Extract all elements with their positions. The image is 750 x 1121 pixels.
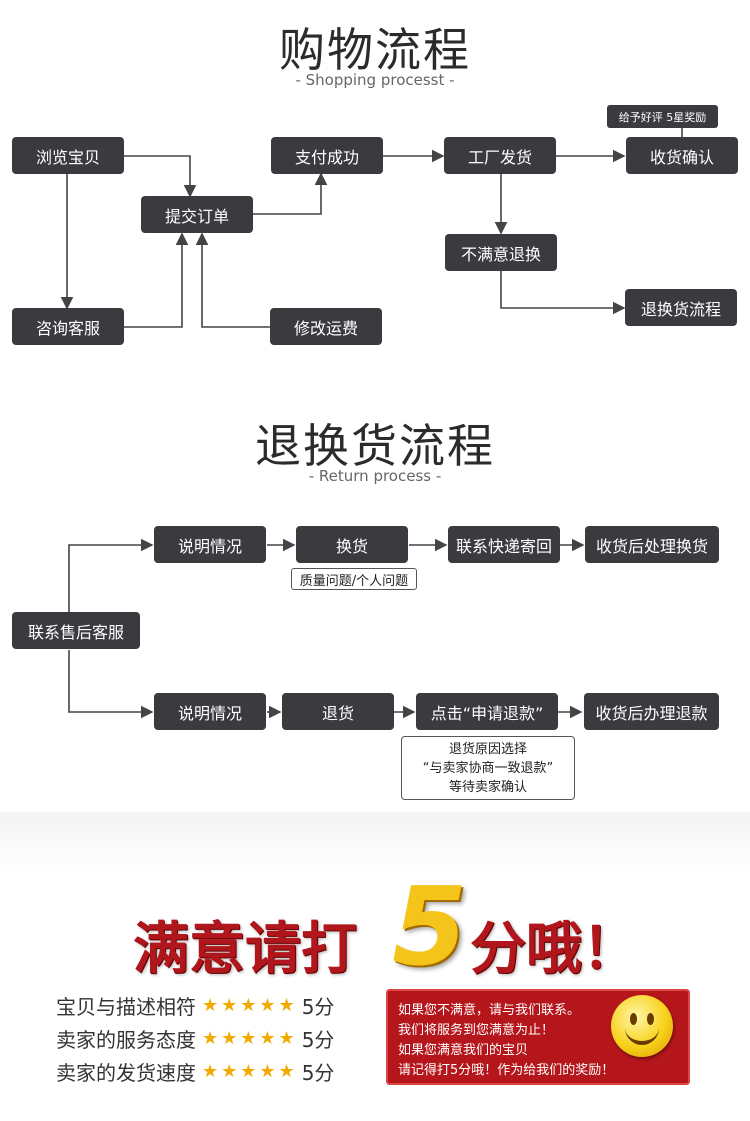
node-pay-success: 支付成功 (271, 137, 383, 174)
node-return-goods: 退货 (282, 693, 394, 730)
rating-row: 卖家的服务态度 ★★★★★ 5分 (56, 1024, 334, 1053)
section-divider-band (0, 812, 750, 872)
star-rating-icon: ★★★★★ (202, 1061, 298, 1082)
shopping-title: 购物流程 (279, 23, 471, 77)
rating-row: 卖家的发货速度 ★★★★★ 5分 (56, 1057, 334, 1086)
node-contact-service: 联系售后客服 (12, 612, 140, 649)
node-modify-shipping: 修改运费 (270, 308, 382, 345)
rating-row: 宝贝与描述相符 ★★★★★ 5分 (56, 991, 334, 1020)
rating-score: 5分 (301, 1028, 335, 1052)
refund-note-line: “与卖家协商一致退款” (422, 760, 554, 776)
arrow-unsatisfied-to-returnflow (500, 271, 626, 315)
message-line: 如果您满意我们的宝贝 (398, 1043, 529, 1058)
rating-score: 5分 (301, 1061, 335, 1085)
node-exchange-after: 收货后处理换货 (585, 526, 719, 563)
refund-note-line: 退货原因选择 (448, 741, 527, 757)
node-click-refund: 点击“申请退款” (416, 693, 558, 730)
smiley-face-icon (611, 995, 673, 1057)
rating-label: 卖家的服务态度 (56, 1028, 196, 1052)
rating-label: 卖家的发货速度 (56, 1061, 196, 1085)
returns-title: 退换货流程 (255, 419, 495, 473)
node-refund-after: 收货后办理退款 (584, 693, 719, 730)
node-submit-order: 提交订单 (141, 196, 253, 233)
rating-label: 宝贝与描述相符 (56, 995, 196, 1019)
node-browse: 浏览宝贝 (12, 137, 124, 174)
arrow-browse-to-submit (124, 155, 197, 198)
flow-connectors (60, 128, 683, 719)
slogan-left-text: 满意请打 (133, 917, 357, 982)
arrow-consult-to-submit (124, 232, 189, 328)
message-line: 如果您不满意，请与我们联系。 (398, 1003, 581, 1018)
arrow-submit-to-pay (253, 172, 328, 215)
returns-subtitle: - Return process - (308, 467, 442, 485)
node-explain-top: 说明情况 (154, 526, 266, 563)
arrow-modify-to-submit (195, 232, 270, 328)
node-explain-bottom: 说明情况 (154, 693, 266, 730)
arrow-contact-to-explain-bottom (68, 650, 154, 719)
node-return-flow: 退换货流程 (625, 289, 737, 326)
node-receive-confirm: 收货确认 (626, 137, 738, 174)
review-reward-tag: 给予好评 5星奖励 (607, 105, 718, 128)
star-rating-icon: ★★★★★ (202, 1028, 298, 1049)
satisfaction-message-box: 如果您不满意，请与我们联系。 我们将服务到您满意为止！ 如果您满意我们的宝贝 请… (386, 989, 690, 1085)
arrow-contact-to-explain-top (68, 538, 154, 612)
node-factory-ship: 工厂发货 (444, 137, 556, 174)
refund-note: 退货原因选择 “与卖家协商一致退款” 等待卖家确认 (401, 736, 575, 800)
exchange-note: 质量问题/个人问题 (291, 568, 417, 590)
node-express-back: 联系快递寄回 (448, 526, 560, 563)
rating-score: 5分 (301, 995, 335, 1019)
node-exchange: 换货 (296, 526, 408, 563)
node-consult: 咨询客服 (12, 308, 124, 345)
star-rating-icon: ★★★★★ (202, 995, 298, 1016)
message-line: 请记得打5分哦！作为给我们的奖励！ (398, 1063, 615, 1078)
slogan-right-text: 分哦！ (470, 917, 638, 982)
message-line: 我们将服务到您满意为止！ (398, 1023, 555, 1038)
shopping-subtitle: - Shopping processt - (295, 71, 455, 89)
slogan-five: 5 (392, 865, 468, 990)
refund-note-line: 等待卖家确认 (448, 779, 527, 795)
node-unsatisfied-exchange: 不满意退换 (445, 234, 557, 271)
rating-slogan: 满意请打 5 分哦！ (0, 874, 750, 990)
